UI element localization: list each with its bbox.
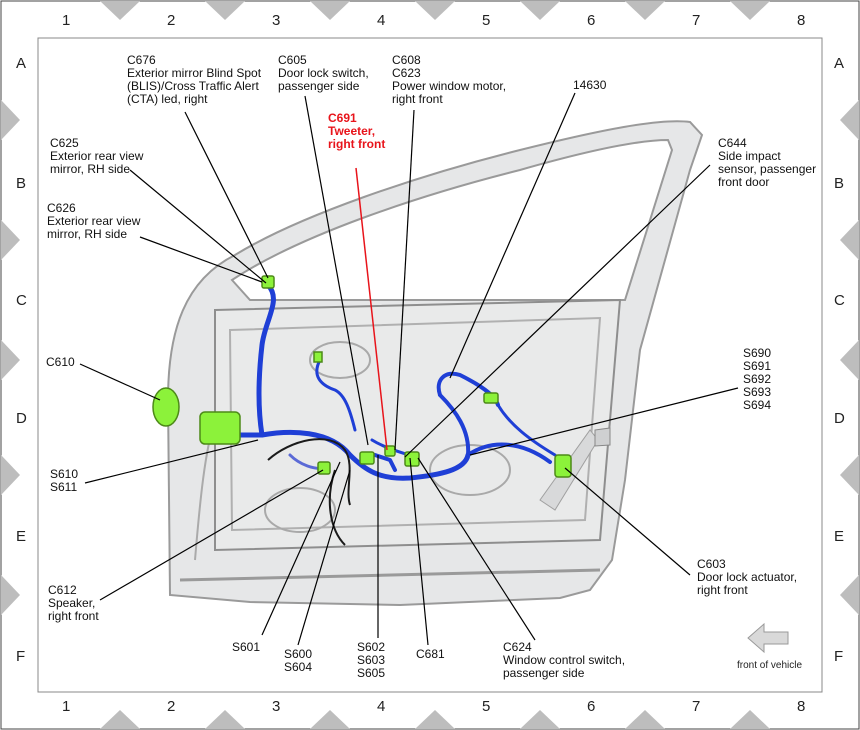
connector-c605-small — [313, 351, 323, 363]
wiring-harness — [237, 282, 557, 481]
grid-col-label: 3 — [272, 12, 281, 29]
grid-row-label: D — [16, 410, 27, 427]
grid-row-label: B — [16, 175, 27, 192]
highlight-leader-c691 — [355, 167, 388, 451]
grid-row-label: C — [834, 292, 845, 309]
grid-row-label: C — [16, 292, 27, 309]
grid-col-label: 1 — [62, 698, 71, 715]
grid-col-label: 4 — [377, 698, 386, 715]
grid-col-label: 8 — [797, 698, 806, 715]
grid-col-label: 5 — [482, 12, 491, 29]
grid-col-label: 7 — [692, 698, 701, 715]
connectors — [152, 275, 572, 478]
grid-col-label: 6 — [587, 698, 596, 715]
grid-row-label: D — [834, 410, 845, 427]
grid-row-label: A — [16, 55, 27, 72]
connector-14630 — [483, 392, 499, 404]
connector-c603 — [554, 454, 572, 478]
connector-c681 — [404, 451, 420, 467]
grid-col-label: 4 — [377, 12, 386, 29]
grid-row-label: F — [16, 648, 26, 665]
grid-row-label: F — [834, 648, 844, 665]
grid-col-label: 8 — [797, 12, 806, 29]
grid-col-label: 7 — [692, 12, 701, 29]
connector-c610 — [152, 387, 180, 427]
callout-c681: C681 — [416, 647, 445, 661]
grid-col-label: 6 — [587, 12, 596, 29]
grid-col-label: 3 — [272, 698, 281, 715]
callout-14630: 14630 — [573, 78, 607, 92]
grid-col-label: 2 — [167, 12, 176, 29]
grid-row-label: A — [834, 55, 845, 72]
callout-c610: C610 — [46, 355, 75, 369]
leader-lines — [79, 92, 739, 646]
grid-col-label: 2 — [167, 698, 176, 715]
grid-col-label: 5 — [482, 698, 491, 715]
connector-s610-block — [199, 411, 241, 445]
front-of-vehicle-label: front of vehicle — [737, 660, 803, 671]
grid-row-label: E — [834, 528, 845, 545]
grid-row-label: B — [834, 175, 845, 192]
front-arrow-icon — [747, 622, 789, 654]
grid-row-label: E — [16, 528, 27, 545]
connector-s600 — [359, 451, 375, 465]
grid-col-label: 1 — [62, 12, 71, 29]
callout-s601: S601 — [232, 640, 261, 654]
